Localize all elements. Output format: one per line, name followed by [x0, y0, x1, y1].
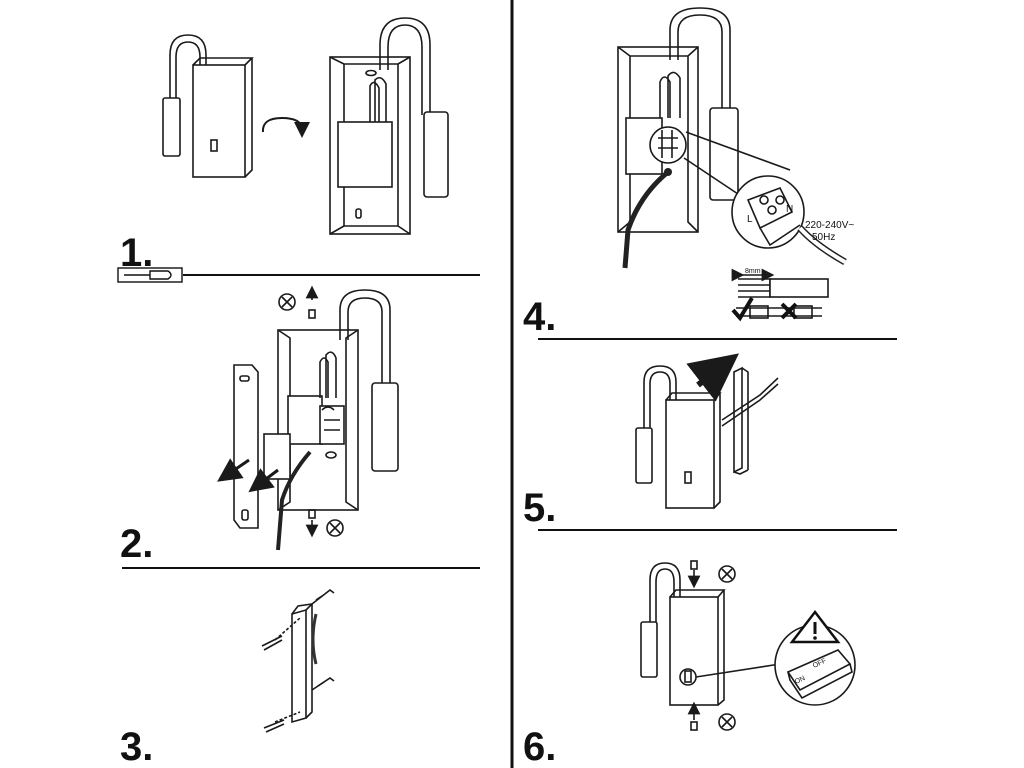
- check-icon: [731, 296, 754, 322]
- screwdriver-icon: [117, 267, 183, 283]
- step-3-illustration: [261, 588, 335, 733]
- step-number-5: 5.: [523, 486, 556, 530]
- screw-in-icon: [326, 519, 344, 537]
- voltage-label: 220-240V~: [805, 220, 854, 231]
- switch-on-label: ON: [794, 675, 806, 686]
- terminal-neutral-label: N: [786, 204, 793, 215]
- step-5-illustration: [635, 353, 779, 509]
- step-4-illustration: L N 220-240V~ 50Hz 8mm: [617, 7, 854, 322]
- step-1-illustration: [162, 17, 449, 235]
- step-6-illustration: OFF ON: [640, 560, 856, 731]
- strip-length-label: 8mm: [745, 268, 761, 275]
- unscrew-icon: [278, 293, 296, 311]
- frequency-label: 50Hz: [812, 232, 835, 243]
- rotate-arrow-icon: [261, 116, 310, 138]
- terminal-live-label: L: [747, 214, 753, 225]
- unscrew-icon: [718, 713, 736, 731]
- screw-icon: [261, 635, 285, 733]
- arrow-icon: [686, 353, 739, 402]
- step-2-illustration: [217, 285, 399, 551]
- screw-in-icon: [718, 565, 736, 583]
- step-number-4: 4.: [523, 295, 556, 339]
- step-number-2: 2.: [120, 522, 153, 566]
- cross-icon: [780, 302, 798, 320]
- step-number-3: 3.: [120, 725, 153, 768]
- step-number-6: 6.: [523, 725, 556, 768]
- warning-triangle-icon: [789, 609, 841, 644]
